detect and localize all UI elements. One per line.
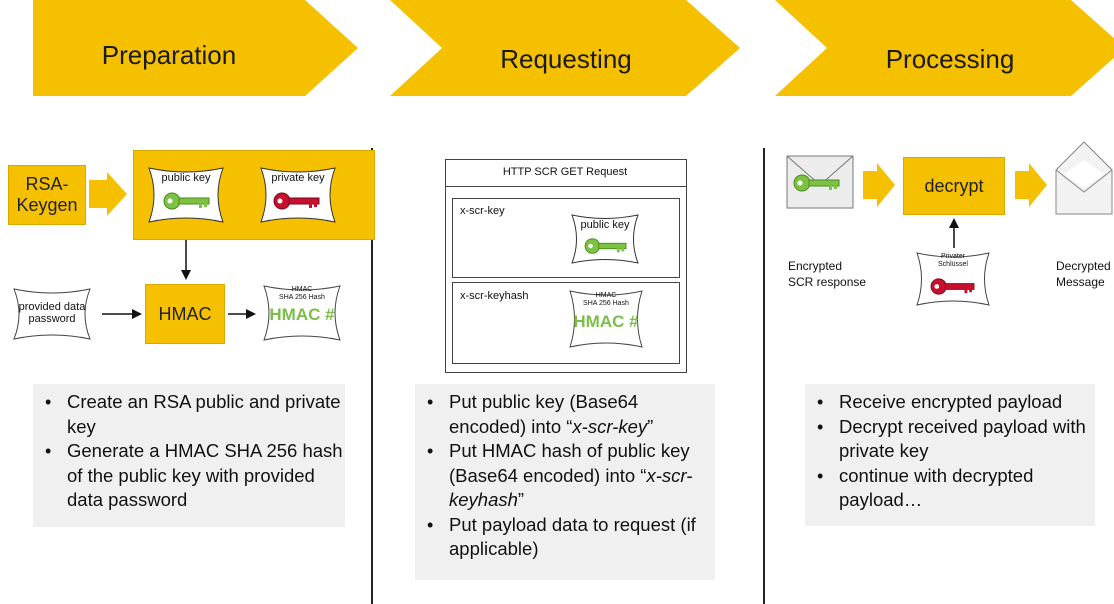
requesting-bullets-panel: Put public key (Base64 encoded) into “x-…	[415, 384, 715, 580]
public-key-label: public key	[161, 172, 211, 184]
http-request-title: HTTP SCR GET Request	[502, 166, 628, 178]
processing-bullet: Receive encrypted payload	[805, 390, 1095, 415]
preparation-bullet: Generate a HMAC SHA 256 hash of the publ…	[33, 439, 345, 513]
processing-chevron	[775, 0, 1114, 96]
provided-data-password-badge	[13, 288, 91, 340]
proc-private-key-icon	[930, 278, 975, 295]
requesting-bullet: Put payload data to request (if applicab…	[415, 513, 715, 562]
processing-bullets-panel: Receive encrypted payload Decrypt receiv…	[805, 384, 1095, 526]
req-hmac-hash-badge	[569, 290, 643, 348]
x-scr-key-field	[452, 198, 680, 278]
http-title-underline	[445, 186, 686, 187]
private-key-icon	[273, 192, 320, 210]
x-scr-keyhash-label: x-scr-keyhash	[460, 290, 529, 302]
decrypt-box: decrypt	[903, 157, 1005, 215]
decrypted-message-icon	[1055, 141, 1113, 215]
hmac-label: HMAC	[158, 303, 212, 324]
rsa-to-keys-arrow	[89, 172, 127, 216]
provided-data-password-label: provided data password	[18, 301, 86, 325]
req-hmac-hash-caption: HMAC SHA 256 Hash	[583, 292, 629, 307]
rsa-keygen-box: RSA- Keygen	[8, 165, 86, 225]
decrypt-label: decrypt	[924, 175, 984, 196]
keys-to-hmac-arrow	[181, 240, 191, 280]
phase-title-preparation: Preparation	[101, 40, 237, 70]
key-to-decrypt-arrow	[949, 218, 959, 248]
requesting-chevron	[390, 0, 740, 96]
preparation-chevron	[33, 0, 358, 96]
decrypted-message-label: Decrypted Message	[1056, 259, 1111, 289]
decrypt-to-message-arrow	[1015, 163, 1047, 207]
proc-private-key-caption: Privater Schlüssel	[938, 253, 968, 268]
divider-right	[763, 148, 765, 604]
req-public-key-icon	[584, 238, 627, 254]
private-key-label: private key	[271, 172, 325, 184]
divider-left	[371, 148, 373, 604]
rsa-keygen-label: RSA- Keygen	[16, 174, 78, 215]
phase-title-requesting: Requesting	[500, 44, 632, 74]
hmac-to-hash-arrow	[228, 309, 256, 319]
preparation-bullet: Create an RSA public and private key	[33, 390, 345, 439]
phase-title-processing: Processing	[885, 44, 1015, 74]
processing-bullet: Decrypt received payload with private ke…	[805, 415, 1095, 464]
hmac-hash-label: HMAC #	[269, 305, 335, 324]
x-scr-key-label: x-scr-key	[460, 205, 505, 217]
public-key-icon	[163, 192, 210, 210]
requesting-bullet: Put public key (Base64 encoded) into “x-…	[415, 390, 715, 439]
req-public-key-label: public key	[580, 219, 630, 231]
hmac-hash-badge	[263, 285, 341, 341]
encrypted-envelope-icon	[786, 155, 854, 209]
preparation-bullets-panel: Create an RSA public and private key Gen…	[33, 384, 345, 527]
hmac-box: HMAC	[145, 284, 225, 344]
password-to-hmac-arrow	[102, 309, 142, 319]
public-key-badge	[148, 167, 224, 223]
hmac-hash-caption: HMAC SHA 256 Hash	[279, 286, 325, 301]
envelope-to-decrypt-arrow	[863, 163, 895, 207]
encrypted-response-label: Encrypted SCR response	[788, 259, 867, 289]
req-hmac-hash-label: HMAC #	[573, 312, 639, 331]
requesting-bullet: Put HMAC hash of public key (Base64 enco…	[415, 439, 715, 513]
processing-bullet: continue with decrypted payload…	[805, 464, 1095, 513]
x-scr-keyhash-field	[452, 282, 680, 364]
